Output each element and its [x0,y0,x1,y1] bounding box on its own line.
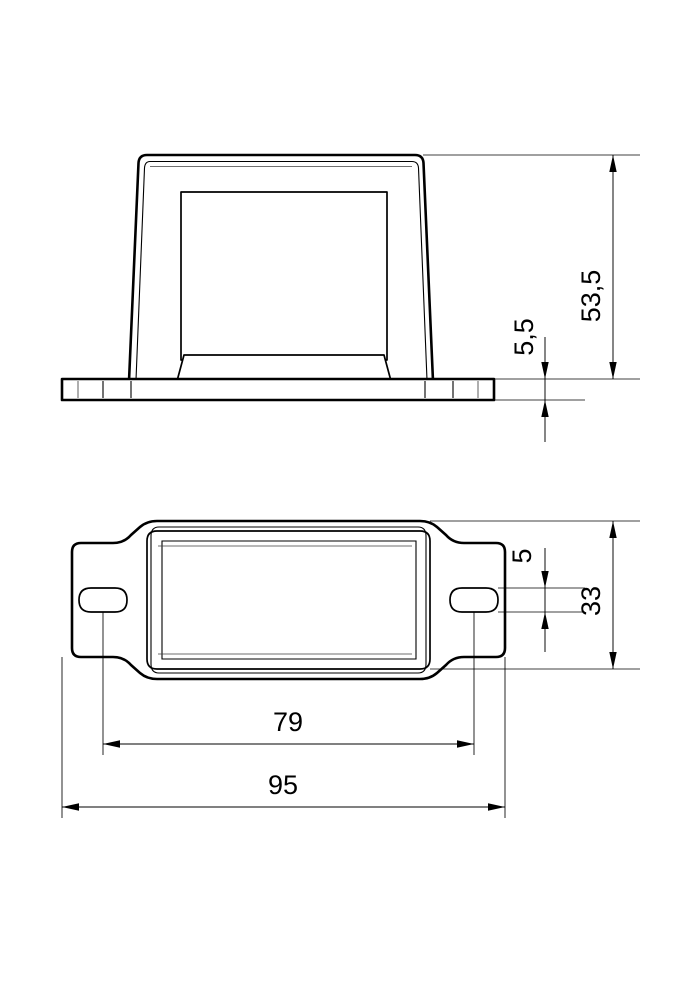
base-riser-trapezoid [176,354,392,382]
dimension-mounting-centres: 79 [103,707,474,748]
dimension-height-total-label: 53,5 [576,270,606,323]
flange-rib-lines [77,381,479,398]
dimension-flange-thickness-label: 5,5 [509,318,539,356]
plan-body-rounded-rect [146,530,431,670]
dimension-width-overall-label: 33 [576,586,606,616]
dimension-flange-thickness: 5,5 [509,318,549,442]
dimension-slot-width-label: 5 [507,548,537,563]
plan-view: 33 5 79 95 [61,519,640,818]
mounting-slot-left [78,587,128,613]
front-view-extension-lines [423,154,640,401]
dimension-length-overall-label: 95 [268,770,298,800]
dimension-slot-width: 5 [507,548,549,652]
plan-view-extension-lines [61,520,640,818]
recessed-inner-panel [180,191,388,361]
front-elevation-view: 53,5 5,5 [60,153,640,442]
dimension-length-overall: 95 [62,770,505,811]
dimension-width-overall: 33 [576,521,617,669]
mounting-flange-slab [60,377,496,402]
mounting-slot-right [449,587,499,613]
plan-inner-recess-rect [161,540,417,660]
housing-body-inner-wall [135,160,428,381]
plan-inner-recess-hairline [158,545,412,655]
dimension-height-total: 53,5 [576,155,617,379]
dimension-mounting-centres-label: 79 [273,707,303,737]
plan-outer-profile [70,519,507,681]
